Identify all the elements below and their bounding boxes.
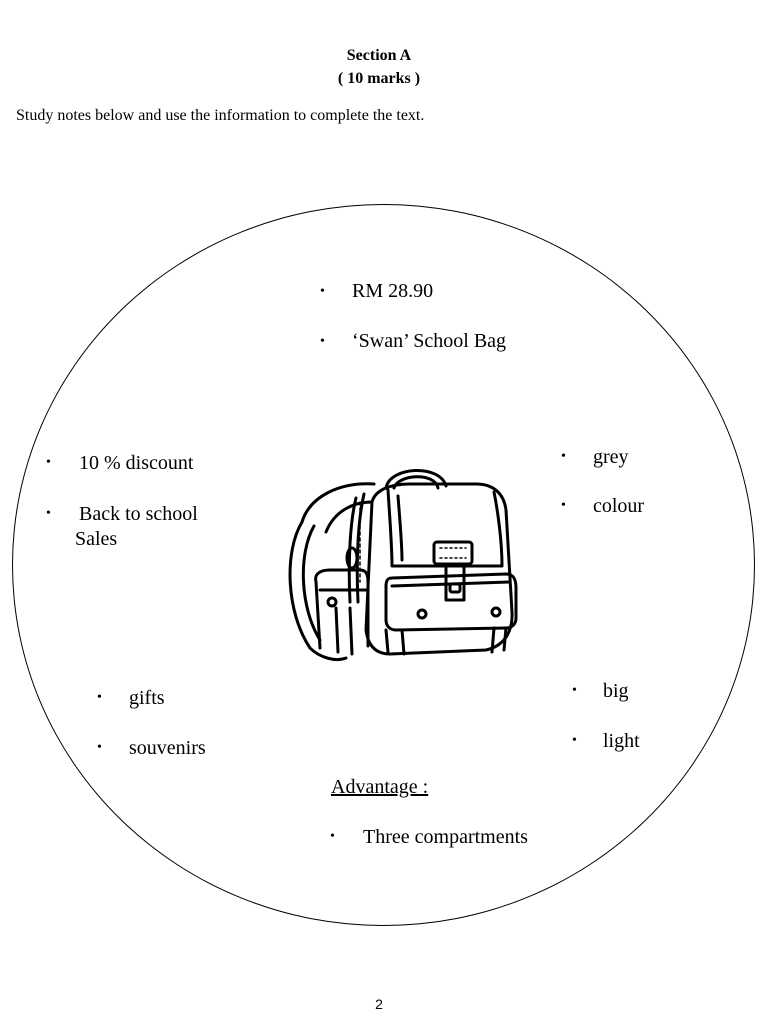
advantage-heading: Advantage : — [331, 776, 429, 798]
bullet-icon: • — [97, 740, 102, 755]
note-back-to-school: Back to school — [79, 503, 198, 525]
section-marks: ( 10 marks ) — [337, 70, 421, 87]
note-price: RM 28.90 — [352, 280, 434, 302]
bullet-icon: • — [572, 733, 577, 748]
note-grey: grey — [593, 446, 629, 468]
bullet-icon: • — [320, 334, 325, 349]
note-discount: 10 % discount — [79, 452, 194, 474]
page-number: 2 — [375, 996, 383, 1012]
note-sales: Sales — [75, 528, 118, 550]
note-colour: colour — [593, 495, 645, 517]
bullet-icon: • — [561, 449, 566, 464]
section-title: Section A — [346, 47, 412, 64]
bullet-icon: • — [320, 284, 325, 299]
bullet-icon: • — [46, 506, 51, 521]
bullet-icon: • — [46, 455, 51, 470]
notes-circle — [12, 204, 755, 926]
note-big: big — [603, 680, 629, 702]
school-backpack-icon — [288, 469, 518, 662]
note-gifts: gifts — [129, 687, 165, 709]
instruction-text: Study notes below and use the informatio… — [16, 107, 425, 124]
note-souvenirs: souvenirs — [129, 737, 206, 759]
note-three-compartments: Three compartments — [363, 826, 528, 848]
bullet-icon: • — [330, 829, 335, 844]
note-light: light — [603, 730, 640, 752]
bullet-icon: • — [572, 683, 577, 698]
bullet-icon: • — [561, 498, 566, 513]
bullet-icon: • — [97, 690, 102, 705]
note-product-name: ‘Swan’ School Bag — [352, 330, 507, 352]
